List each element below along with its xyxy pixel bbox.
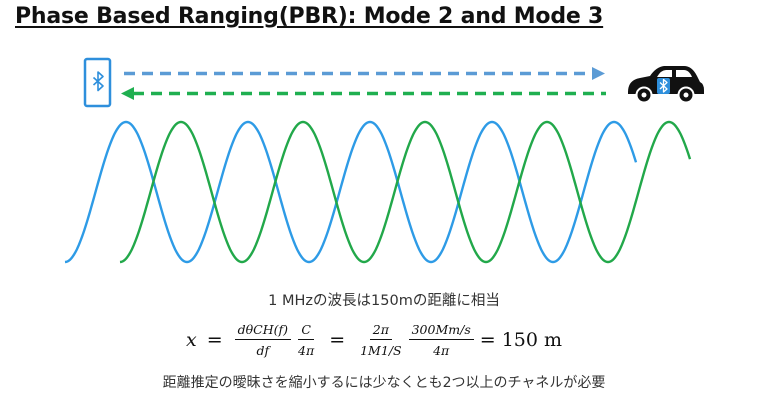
fraction-denominator: df: [256, 343, 270, 358]
fraction-c-over-4pi: C 4π: [295, 322, 317, 358]
distance-formula: x = dθCH(f) df C 4π = 2π 1M1/S 300Mm/s 4…: [186, 316, 562, 364]
fraction-speed-over-4pi: 300Mm/s 4π: [408, 322, 474, 358]
fraction-phase-derivative: dθCH(f) df: [234, 322, 292, 358]
ambiguity-caption: 距離推定の曖昧さを縮小するには少なくとも2つ以上のチャネルが必要: [162, 375, 606, 391]
fraction-denominator: 4π: [298, 343, 315, 358]
wavelength-caption: 1 MHzの波長は150mの距離に相当: [268, 293, 500, 309]
forward-arrow: [124, 67, 605, 80]
fraction-denominator: 1M1/S: [360, 343, 402, 358]
fraction-denominator: 4π: [433, 343, 450, 358]
bluetooth-device-icon: [83, 57, 112, 108]
green-wave: [119, 120, 692, 264]
blue-wave: [64, 120, 638, 264]
fraction-numerator: 300Mm/s: [408, 322, 474, 340]
fraction-numerator: 2π: [369, 322, 392, 340]
formula-equals: =: [329, 329, 346, 351]
fraction-2pi-over-1m: 2π 1M1/S: [357, 322, 404, 358]
fraction-numerator: C: [298, 322, 314, 340]
formula-result: = 150 m: [479, 329, 563, 351]
page-title: Phase Based Ranging(PBR): Mode 2 and Mod…: [15, 4, 604, 29]
fraction-numerator: dθCH(f): [234, 322, 292, 340]
formula-equals: =: [206, 329, 223, 351]
car-with-bluetooth-icon: [628, 66, 704, 104]
formula-lhs: x: [186, 329, 197, 351]
return-arrow: [121, 87, 606, 100]
